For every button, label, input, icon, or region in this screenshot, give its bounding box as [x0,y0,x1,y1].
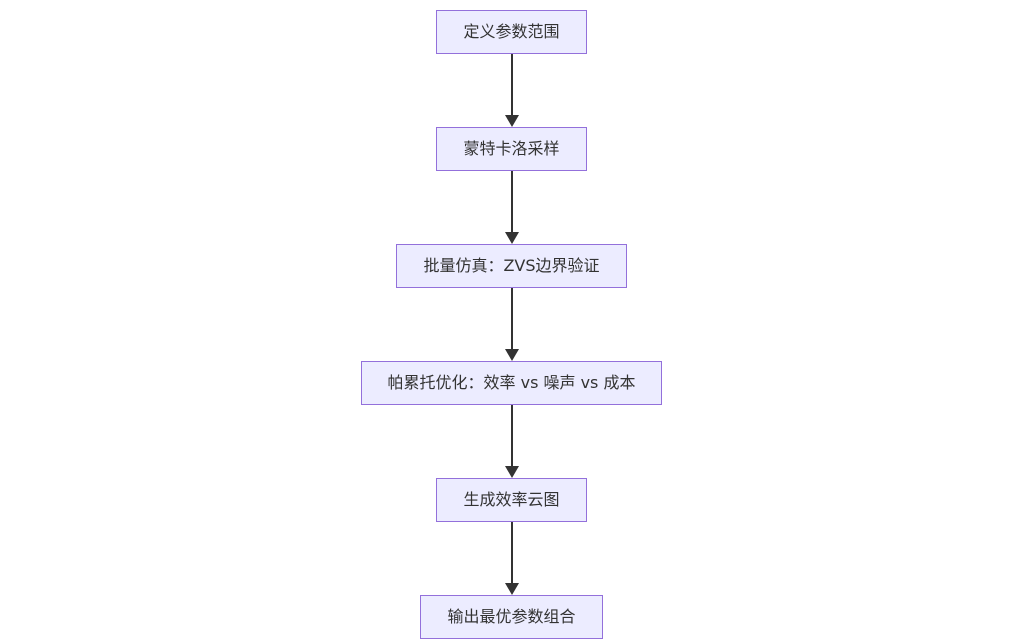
flow-node-batch-simulation-zvs-verification: 批量仿真：ZVS边界验证 [396,244,627,288]
arrow-line [510,171,513,232]
flow-arrow-5 [504,522,519,595]
arrowhead-down-icon [504,466,519,478]
arrow-line [510,54,513,115]
flow-node-label: 输出最优参数组合 [447,607,576,626]
arrow-line [510,405,513,466]
arrow-line [510,288,513,349]
flow-arrow-3 [504,288,519,361]
arrowhead-down-icon [504,115,519,127]
flow-node-define-parameter-range: 定义参数范围 [436,10,587,54]
arrow-line [510,522,513,583]
flow-node-label: 帕累托优化：效率 vs 噪声 vs 成本 [387,373,636,392]
flow-node-label: 定义参数范围 [463,22,560,41]
flow-arrow-2 [504,171,519,244]
arrowhead-down-icon [504,583,519,595]
arrowhead-down-icon [504,349,519,361]
flow-node-pareto-optimization: 帕累托优化：效率 vs 噪声 vs 成本 [360,361,663,405]
arrowhead-down-icon [504,232,519,244]
flow-arrow-1 [504,54,519,127]
flow-node-label: 生成效率云图 [463,490,560,509]
flow-node-output-optimal-parameter-combination: 输出最优参数组合 [420,595,603,639]
flow-node-label: 批量仿真：ZVS边界验证 [423,256,600,275]
flow-node-label: 蒙特卡洛采样 [463,139,560,158]
flow-node-generate-efficiency-cloud-map: 生成效率云图 [436,478,587,522]
flow-arrow-4 [504,405,519,478]
flow-node-monte-carlo-sampling: 蒙特卡洛采样 [436,127,587,171]
